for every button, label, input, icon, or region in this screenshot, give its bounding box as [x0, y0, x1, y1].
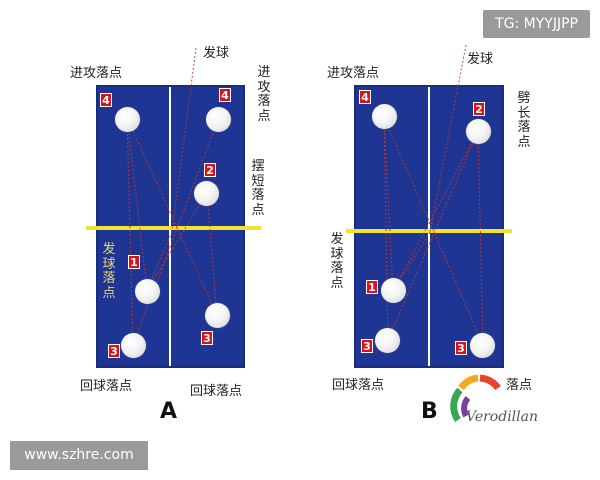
serve-label: 发球	[203, 46, 230, 61]
marker-number: 4	[100, 93, 112, 107]
ball	[115, 107, 140, 132]
marker-number: 4	[219, 88, 231, 102]
marker-number: 3	[455, 341, 467, 355]
marker-number: 3	[361, 339, 373, 353]
attack-spot-label: 进攻落点	[327, 66, 380, 81]
net-a	[86, 226, 261, 230]
marker-number: 2	[204, 163, 216, 177]
marker-number: 1	[366, 280, 378, 294]
logo-text: Verodillan	[466, 409, 538, 425]
short-spot-label: 摆短落点	[251, 159, 265, 218]
diagram-letter: A	[160, 399, 178, 424]
attack-spot-label: 进攻落点	[257, 65, 271, 124]
attack-spot-label: 进攻落点	[70, 66, 123, 81]
serve-label: 发球	[467, 52, 494, 67]
ball	[135, 279, 160, 304]
ball	[205, 303, 230, 328]
serve-spot-label: 发球落点	[330, 232, 344, 291]
ball	[466, 119, 491, 144]
return-spot-label: 落点	[506, 378, 533, 393]
return-spot-label: 回球落点	[190, 384, 243, 399]
ball	[470, 333, 495, 358]
marker-number: 3	[108, 344, 120, 358]
return-spot-label: 回球落点	[80, 379, 133, 394]
ball	[121, 333, 146, 358]
ball	[381, 278, 406, 303]
site-watermark: www.szhre.com	[10, 441, 148, 470]
marker-number: 4	[359, 90, 371, 104]
telegram-watermark: TG: MYYJJPP	[483, 10, 590, 38]
ball	[375, 328, 400, 353]
center-line	[428, 87, 430, 366]
marker-number: 3	[201, 331, 213, 345]
return-spot-label: 回球落点	[332, 378, 385, 393]
long-spot-label: 劈长落点	[517, 91, 531, 150]
net-b	[346, 229, 512, 233]
marker-number: 1	[128, 255, 140, 269]
diagram-letter: B	[421, 399, 438, 424]
verodillan-logo-icon	[450, 374, 501, 423]
serve-spot-label: 发球落点	[102, 242, 116, 301]
marker-number: 2	[473, 102, 485, 116]
ball	[194, 181, 219, 206]
ball	[206, 107, 231, 132]
ball	[372, 104, 397, 129]
